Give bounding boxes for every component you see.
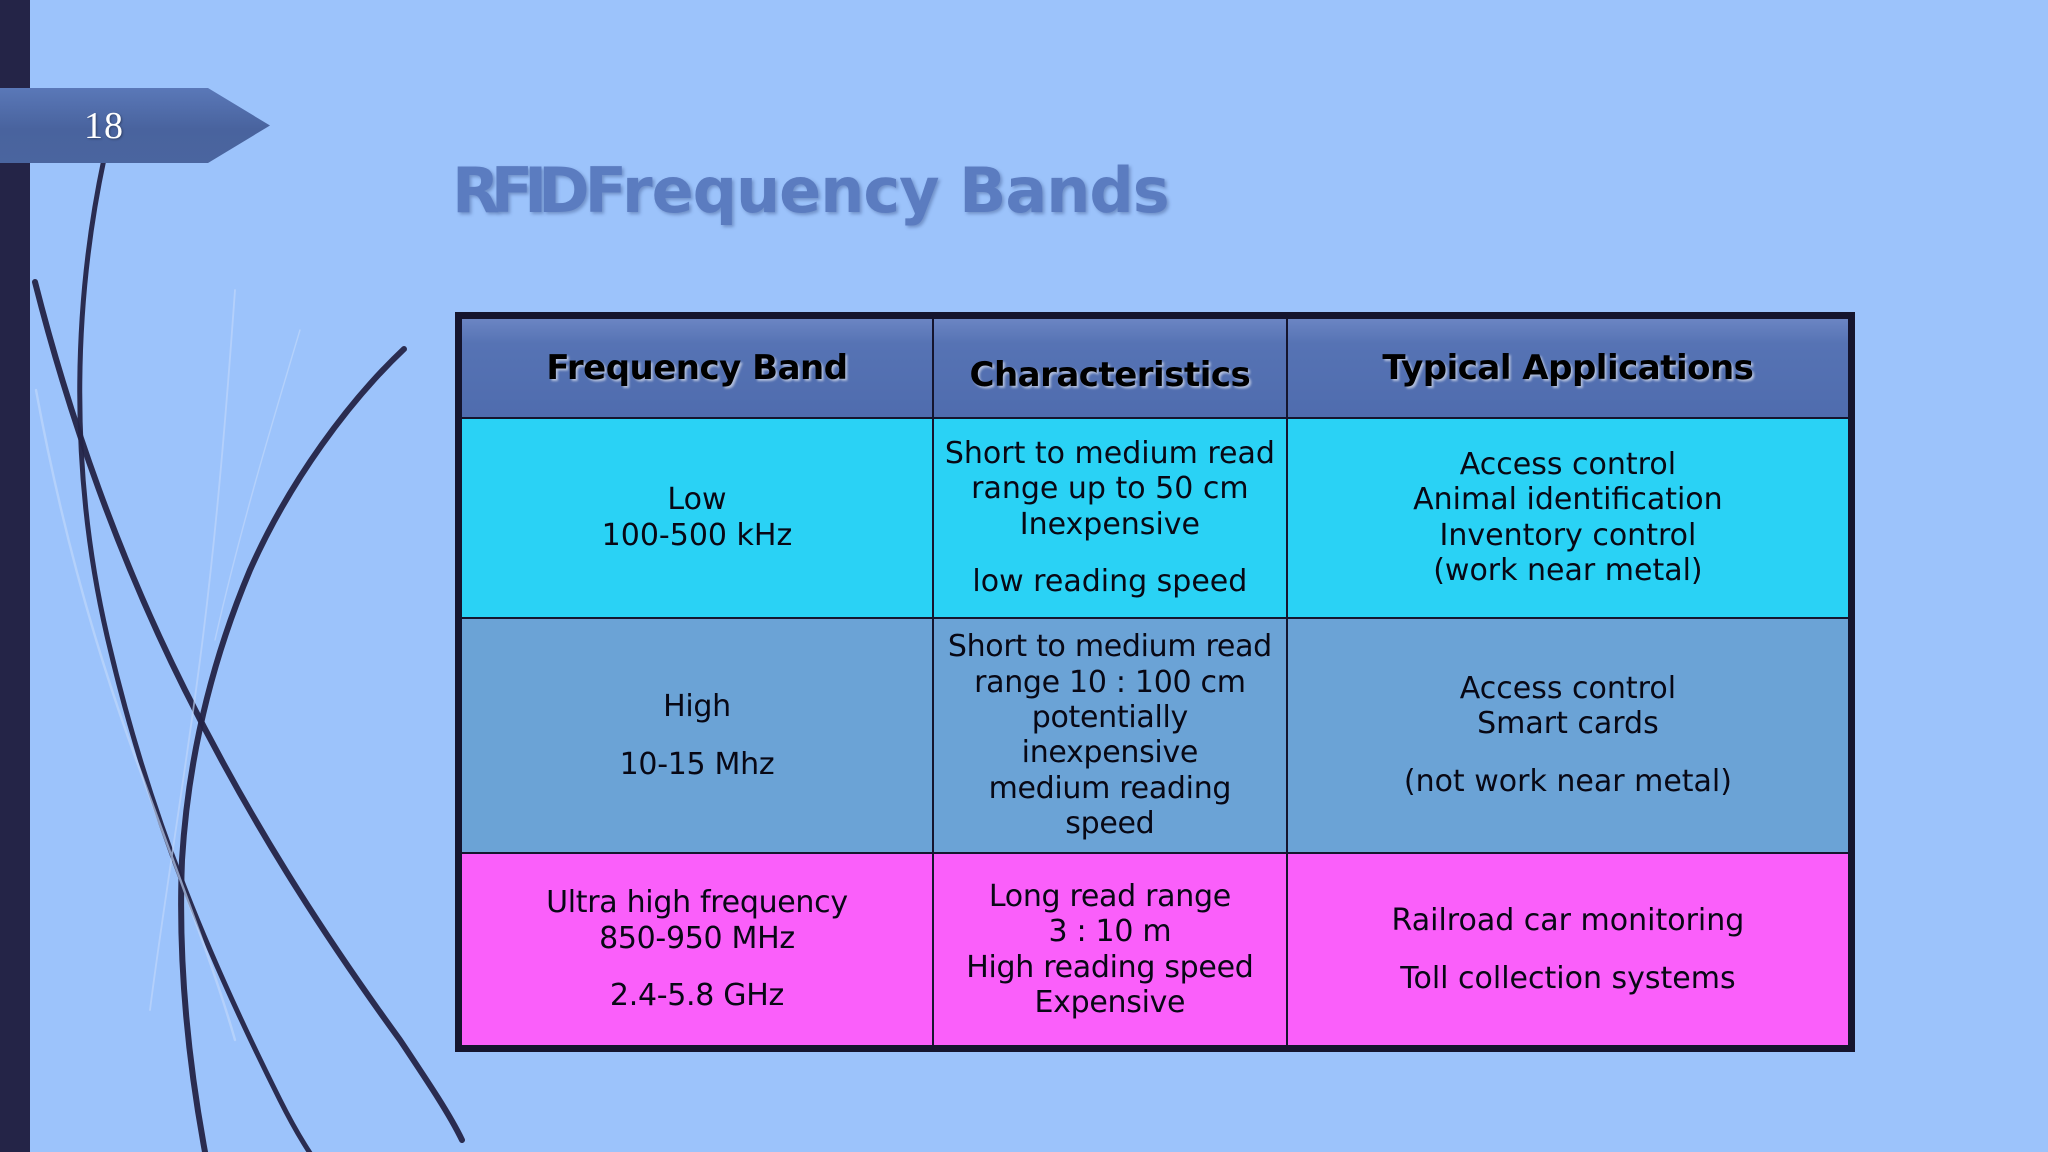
- text-line: potentially inexpensive: [1021, 699, 1199, 771]
- text-line: Inexpensive: [1019, 506, 1200, 542]
- text-line: 10-15 Mhz: [619, 746, 775, 782]
- text-line: High reading speed: [966, 949, 1254, 985]
- text-line: (work near metal): [1433, 553, 1703, 589]
- text-line: Short to medium read: [947, 629, 1272, 665]
- rfid-frequency-bands-table: Frequency Band Characteristics Typical A…: [455, 312, 1855, 1052]
- text-line: medium reading speed: [988, 770, 1232, 842]
- column-header-frequency-band: Frequency Band: [460, 317, 934, 419]
- page-number-chevron-shape: [0, 88, 270, 163]
- left-accent-stripe: [0, 0, 30, 1152]
- line-spacer: [1296, 938, 1840, 961]
- table-header-row: Frequency Band Characteristics Typical A…: [460, 317, 1851, 419]
- text-line: Short to medium read: [944, 435, 1275, 471]
- lines: High 10-15 Mhz: [470, 689, 924, 782]
- text-line: Railroad car monitoring: [1391, 902, 1745, 938]
- text-line: Ultra high frequency: [546, 885, 848, 921]
- column-header-typical-applications: Typical Applications: [1285, 317, 1851, 419]
- text-line: High: [663, 688, 731, 724]
- text-line: range up to 50 cm: [971, 471, 1249, 507]
- text-line: Access control: [1459, 670, 1677, 706]
- line-spacer: [470, 956, 924, 979]
- line-spacer: [942, 542, 1278, 565]
- text-line: Access control: [1459, 446, 1677, 482]
- text-line: 2.4-5.8 GHz: [609, 978, 784, 1014]
- text-line: Expensive: [1034, 984, 1186, 1020]
- text-line: (not work near metal): [1403, 764, 1732, 800]
- page-number-label: 18: [84, 104, 124, 147]
- decorative-reeds-graphic: [32, 156, 465, 1152]
- line-spacer: [1296, 742, 1840, 765]
- title-rest: Frequency Bands: [584, 153, 1170, 227]
- text-line: Low: [667, 482, 727, 518]
- title-abbreviation: RFID: [452, 153, 590, 227]
- text-line: Animal identification: [1413, 482, 1723, 518]
- text-line: range 10 : 100 cm: [974, 664, 1246, 700]
- column-header-characteristics: Characteristics: [931, 317, 1288, 419]
- text-line: low reading speed: [972, 564, 1248, 600]
- left-accent-stripe-cap: [0, 0, 30, 90]
- page-number-banner: 18: [0, 88, 270, 163]
- text-line: Inventory control: [1439, 517, 1697, 553]
- line-spacer: [470, 724, 924, 747]
- text-line: 850-950 MHz: [599, 920, 795, 956]
- text-line: 3 : 10 m: [1048, 914, 1172, 950]
- text-line: Toll collection systems: [1400, 960, 1736, 996]
- cell-high-band: High 10-15 Mhz: [460, 616, 934, 855]
- text-line: 100-500 kHz: [601, 517, 793, 553]
- text-line: Smart cards: [1477, 706, 1659, 742]
- text-line: Long read range: [988, 878, 1231, 914]
- page-title: RFIDFrequency Bands: [452, 159, 1170, 222]
